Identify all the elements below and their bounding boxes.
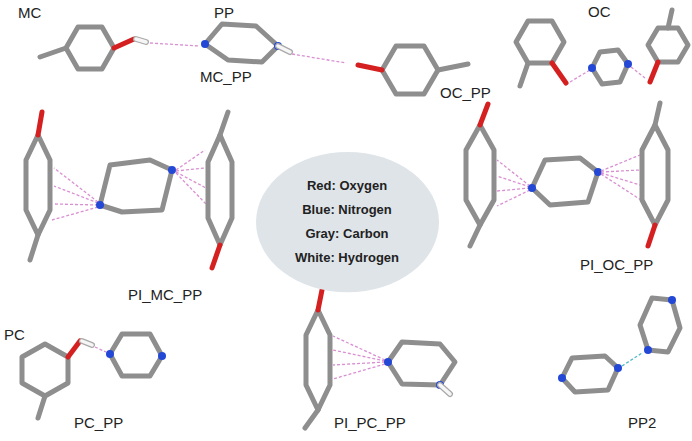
legend-text: Gray: Carbon xyxy=(255,222,440,246)
legend-text: Red: Oxygen xyxy=(255,174,440,198)
complex-label: PI_PC_PP xyxy=(334,414,406,431)
complex-label: PI_MC_PP xyxy=(128,286,202,303)
complex-label: OC xyxy=(588,3,611,20)
legend-ellipse: Red: OxygenBlue: NitrogenGray: CarbonWhi… xyxy=(255,151,440,293)
legend-text: White: Hydrogen xyxy=(255,246,440,270)
complex-label: PP xyxy=(214,4,234,21)
complex-label: PC xyxy=(4,326,25,343)
ellipse-fill xyxy=(256,152,439,292)
legend-text: Blue: Nitrogen xyxy=(255,198,440,222)
ellipse-shape xyxy=(255,151,440,293)
complex-label: MC xyxy=(18,4,41,21)
complex-label: MC_PP xyxy=(200,68,252,85)
complex-label: OC_PP xyxy=(440,84,491,101)
complex-label: PC_PP xyxy=(74,414,123,431)
complex-label: PP2 xyxy=(628,414,656,431)
complex-label: PI_OC_PP xyxy=(580,256,653,273)
